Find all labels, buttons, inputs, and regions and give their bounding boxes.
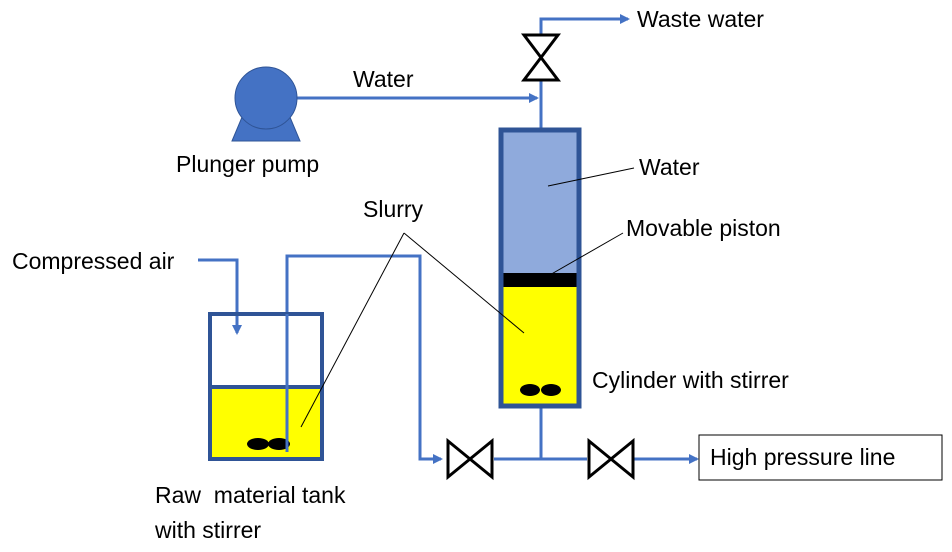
pump-body [234,66,298,130]
movable-piston-label: Movable piston [626,215,781,241]
cylinder-slurry [502,287,578,404]
leader-lines [300,167,635,428]
water-inlet-label: Water [353,66,414,92]
cylinder-wall [498,127,582,409]
high-pressure-line-label: High pressure line [710,444,895,470]
tank-stirrer-right [268,438,290,450]
raw-tank-label-line1: Raw material tank [155,482,346,508]
compressed-air-label: Compressed air [12,248,175,274]
top-valve [520,33,562,82]
compressed-air-pipe [198,258,242,335]
bottom-valve-left [446,437,494,481]
raw-material-tank [208,312,324,461]
waste-water-label: Waste water [637,6,764,32]
waste-water-pipe [539,14,630,35]
cylinder [498,127,582,409]
leader-water [547,167,635,187]
water-cylinder-label: Water [639,154,700,180]
cylinder-stirrer-right [541,384,561,396]
leader-slurry-tank [300,232,405,428]
slurry-label: Slurry [363,196,424,222]
leader-piston [547,232,624,277]
bottom-valve-right [587,437,635,481]
high-pressure-line-box [698,434,943,481]
cylinder-water [502,131,578,274]
movable-piston [502,273,578,287]
tank-stirrer-left [247,438,269,450]
plunger-pump [231,66,301,142]
plunger-pump-label: Plunger pump [176,151,319,177]
raw-tank-label-line2: with stirrer [154,517,261,543]
leader-slurry-cylinder [403,232,525,334]
cylinder-stirrer-left [520,384,540,396]
tank-slurry [211,388,321,459]
cylinder-with-stirrer-label: Cylinder with stirrer [592,367,789,393]
